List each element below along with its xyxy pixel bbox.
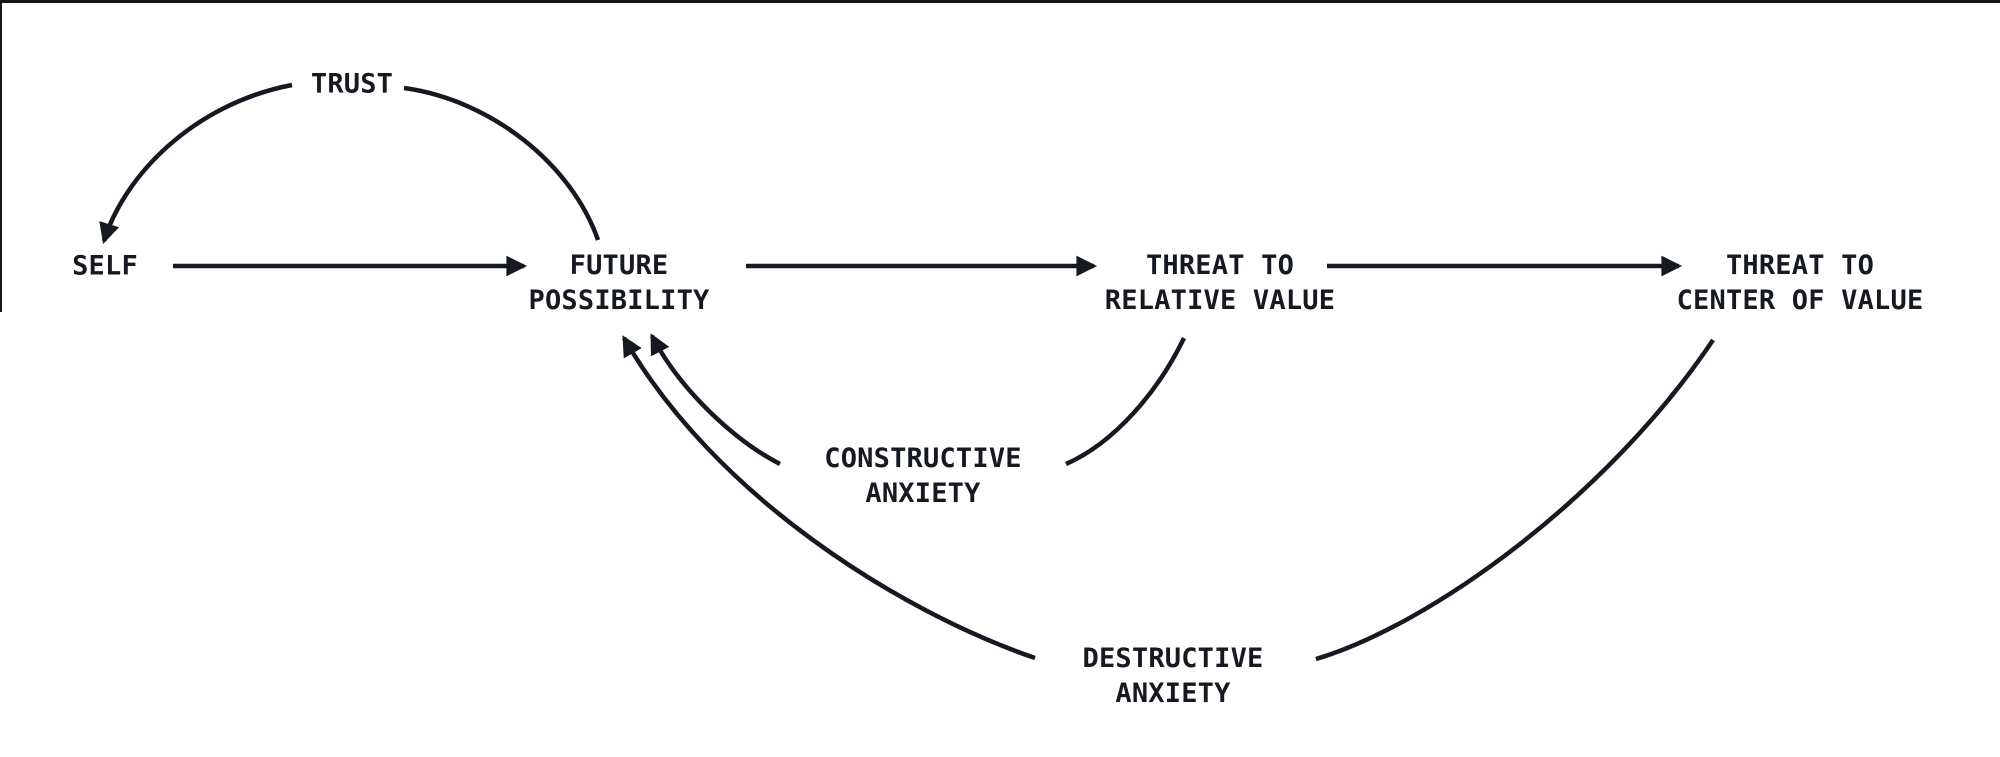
node-future-possibility: FUTURE POSSIBILITY: [528, 248, 709, 318]
edge-label-destructive-anxiety-line1: DESTRUCTIVE: [1082, 643, 1264, 674]
node-self-text: SELF: [72, 250, 138, 282]
destructive-arrow-to-future: [622, 335, 1036, 661]
trust-arc-right-segment: [403, 85, 601, 241]
node-threat-to-relative-value-line1: THREAT TO: [1145, 250, 1295, 281]
edge-label-constructive-anxiety: CONSTRUCTIVE ANXIETY: [824, 441, 1021, 511]
node-self: SELF: [72, 249, 138, 284]
node-threat-to-center-of-value-line2: CENTER OF VALUE: [1676, 285, 1924, 316]
edge-label-constructive-anxiety-line1: CONSTRUCTIVE: [824, 443, 1022, 474]
edge-label-trust: TRUST: [311, 67, 393, 102]
edge-label-trust-text: TRUST: [310, 68, 394, 100]
node-future-possibility-line1: FUTURE: [569, 250, 669, 281]
edge-label-destructive-anxiety: DESTRUCTIVE ANXIETY: [1082, 641, 1263, 711]
edge-label-constructive-anxiety-line2: ANXIETY: [865, 478, 981, 509]
screenshot-top-edge: [0, 0, 2000, 3]
node-threat-to-center-of-value-line1: THREAT TO: [1725, 250, 1875, 281]
node-threat-to-relative-value: THREAT TO RELATIVE VALUE: [1105, 248, 1335, 318]
node-threat-to-relative-value-line2: RELATIVE VALUE: [1104, 285, 1336, 316]
constructive-curve-right-segment: [1065, 337, 1187, 467]
node-threat-to-center-of-value: THREAT TO CENTER OF VALUE: [1677, 248, 1924, 318]
screenshot-left-edge: [0, 0, 2, 312]
edge-label-destructive-anxiety-line2: ANXIETY: [1115, 678, 1231, 709]
trust-arc-arrow-to-self: [99, 82, 293, 244]
node-future-possibility-line2: POSSIBILITY: [528, 285, 710, 316]
constructive-arrow-to-future: [650, 333, 782, 467]
destructive-curve-right-segment: [1315, 338, 1715, 662]
